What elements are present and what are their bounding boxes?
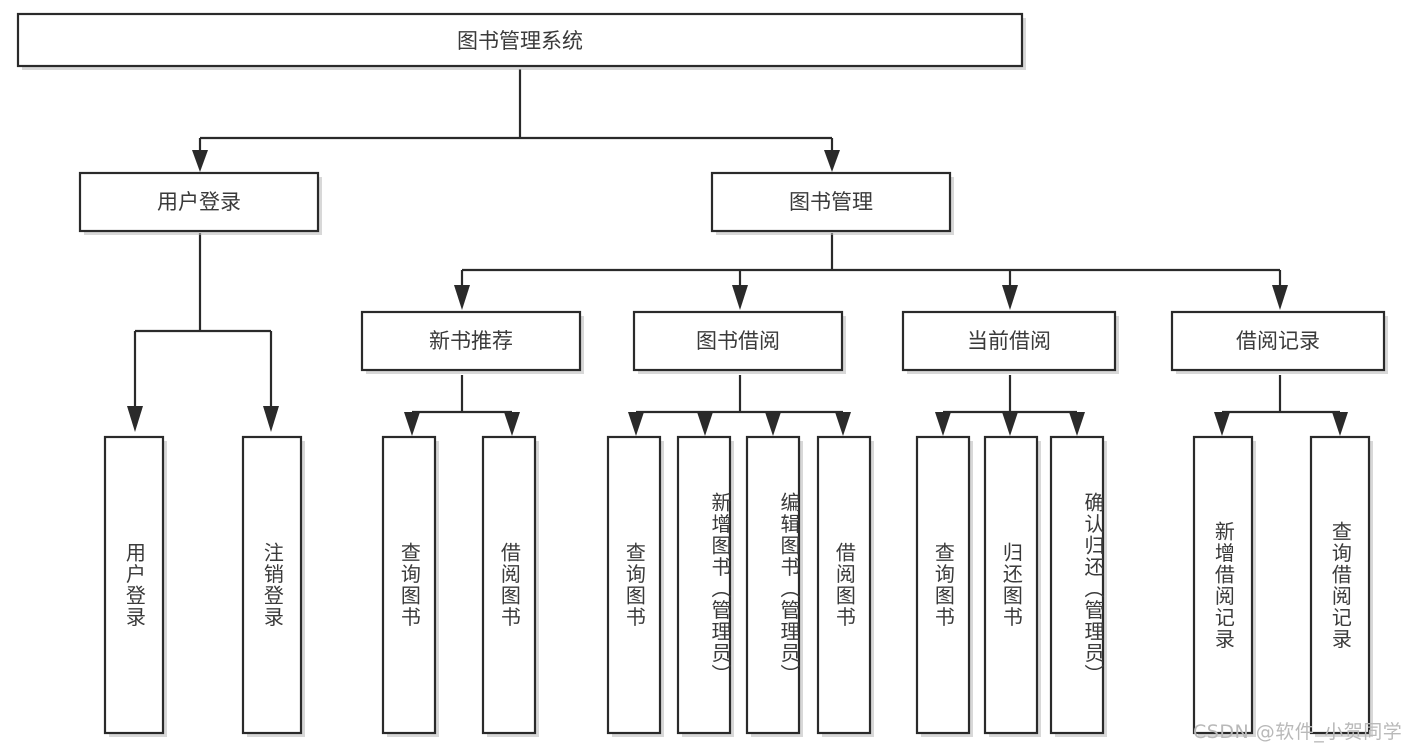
node-cb-rect[interactable] [901, 310, 1117, 372]
arrow-root-to-book-manage [824, 150, 840, 172]
node-nbr-rect[interactable] [360, 310, 582, 372]
arrow-bb-leaf-4 [835, 412, 851, 436]
node-book-manage[interactable]: 图书管理 [710, 171, 954, 235]
arrow-bm-to-borrow-record [1272, 285, 1288, 310]
leaf-borrow-book-2-rect[interactable] [816, 435, 872, 735]
node-book-borrow[interactable]: 图书借阅 [632, 310, 846, 374]
leaf-borrow-book-2[interactable] [816, 435, 874, 737]
node-user-login-label: 用户登录 [157, 190, 241, 214]
node-current-borrow[interactable]: 当前借阅 [901, 310, 1119, 374]
leaf-query-record[interactable] [1309, 435, 1373, 737]
leaf-add-record-rect[interactable] [1192, 435, 1254, 735]
connector-group-current-borrow [935, 375, 1085, 436]
node-bb-label: 图书借阅 [696, 329, 780, 353]
arrow-user-login-leaf-1 [127, 406, 143, 432]
leaf-query-book-2[interactable] [606, 435, 664, 737]
leaf-query-record-rect[interactable] [1309, 435, 1371, 735]
arrow-bb-leaf-2 [697, 412, 713, 436]
leaf-add-book[interactable] [676, 435, 734, 737]
leaf-user-login[interactable] [103, 435, 167, 737]
node-new-book-recommend[interactable]: 新书推荐 [360, 310, 584, 374]
leaf-edit-book-rect[interactable] [745, 435, 801, 735]
arrow-bm-to-new-book [454, 285, 470, 310]
arrow-nbr-leaf-1 [404, 412, 420, 436]
connector-group-new-book-recommend [404, 375, 520, 436]
leaf-query-book-3[interactable] [915, 435, 973, 737]
node-br-rect[interactable] [1170, 310, 1386, 372]
arrow-bb-leaf-1 [628, 412, 644, 436]
arrow-bm-to-current-borrow [1002, 285, 1018, 310]
leaf-add-record[interactable] [1192, 435, 1256, 737]
leaf-add-book-rect[interactable] [676, 435, 732, 735]
node-br-label: 借阅记录 [1236, 329, 1320, 353]
connector-group-book-borrow [628, 375, 851, 436]
leaf-borrow-book-1-rect[interactable] [481, 435, 537, 735]
connector-group-book-manage [454, 233, 1288, 310]
node-nbr-label: 新书推荐 [429, 329, 513, 353]
leaf-edit-book[interactable] [745, 435, 803, 737]
leaf-logout-login-rect[interactable] [241, 435, 303, 735]
leaf-return-book-rect[interactable] [983, 435, 1039, 735]
node-book-manage-rect[interactable] [710, 171, 952, 233]
connector-group-root [192, 69, 840, 172]
leaf-return-book[interactable] [983, 435, 1041, 737]
arrow-cb-leaf-2 [1002, 412, 1018, 436]
node-book-manage-label: 图书管理 [789, 190, 873, 214]
connector-group-borrow-record [1214, 375, 1348, 436]
arrow-root-to-user-login [192, 150, 208, 172]
leaf-confirm-return[interactable] [1049, 435, 1107, 737]
arrow-br-leaf-1 [1214, 412, 1230, 436]
node-root-label: 图书管理系统 [457, 29, 583, 53]
arrow-nbr-leaf-2 [504, 412, 520, 436]
leaf-query-book-1-rect[interactable] [381, 435, 437, 735]
node-user-login[interactable]: 用户登录 [78, 171, 322, 235]
arrow-bb-leaf-3 [765, 412, 781, 436]
arrow-cb-leaf-1 [935, 412, 951, 436]
arrow-bm-to-book-borrow [732, 285, 748, 310]
leaf-query-book-2-rect[interactable] [606, 435, 662, 735]
leaf-query-book-3-rect[interactable] [915, 435, 971, 735]
leaf-logout-login[interactable] [241, 435, 305, 737]
node-root[interactable]: 图书管理系统 [16, 12, 1026, 70]
arrow-user-login-leaf-2 [263, 406, 279, 432]
csdn-watermark: CSDN @软件_小贺同学 [1193, 721, 1403, 743]
arrow-cb-leaf-3 [1069, 412, 1085, 436]
leaf-user-login-rect[interactable] [103, 435, 165, 735]
node-borrow-record[interactable]: 借阅记录 [1170, 310, 1388, 374]
leaf-confirm-return-rect[interactable] [1049, 435, 1105, 735]
node-cb-label: 当前借阅 [967, 329, 1051, 353]
connector-group-user-login [127, 233, 279, 432]
leaf-borrow-book-1[interactable] [481, 435, 539, 737]
node-root-rect[interactable] [16, 12, 1024, 68]
arrow-br-leaf-2 [1332, 412, 1348, 436]
node-bb-rect[interactable] [632, 310, 844, 372]
leaf-query-book-1[interactable] [381, 435, 439, 737]
node-user-login-rect[interactable] [78, 171, 320, 233]
